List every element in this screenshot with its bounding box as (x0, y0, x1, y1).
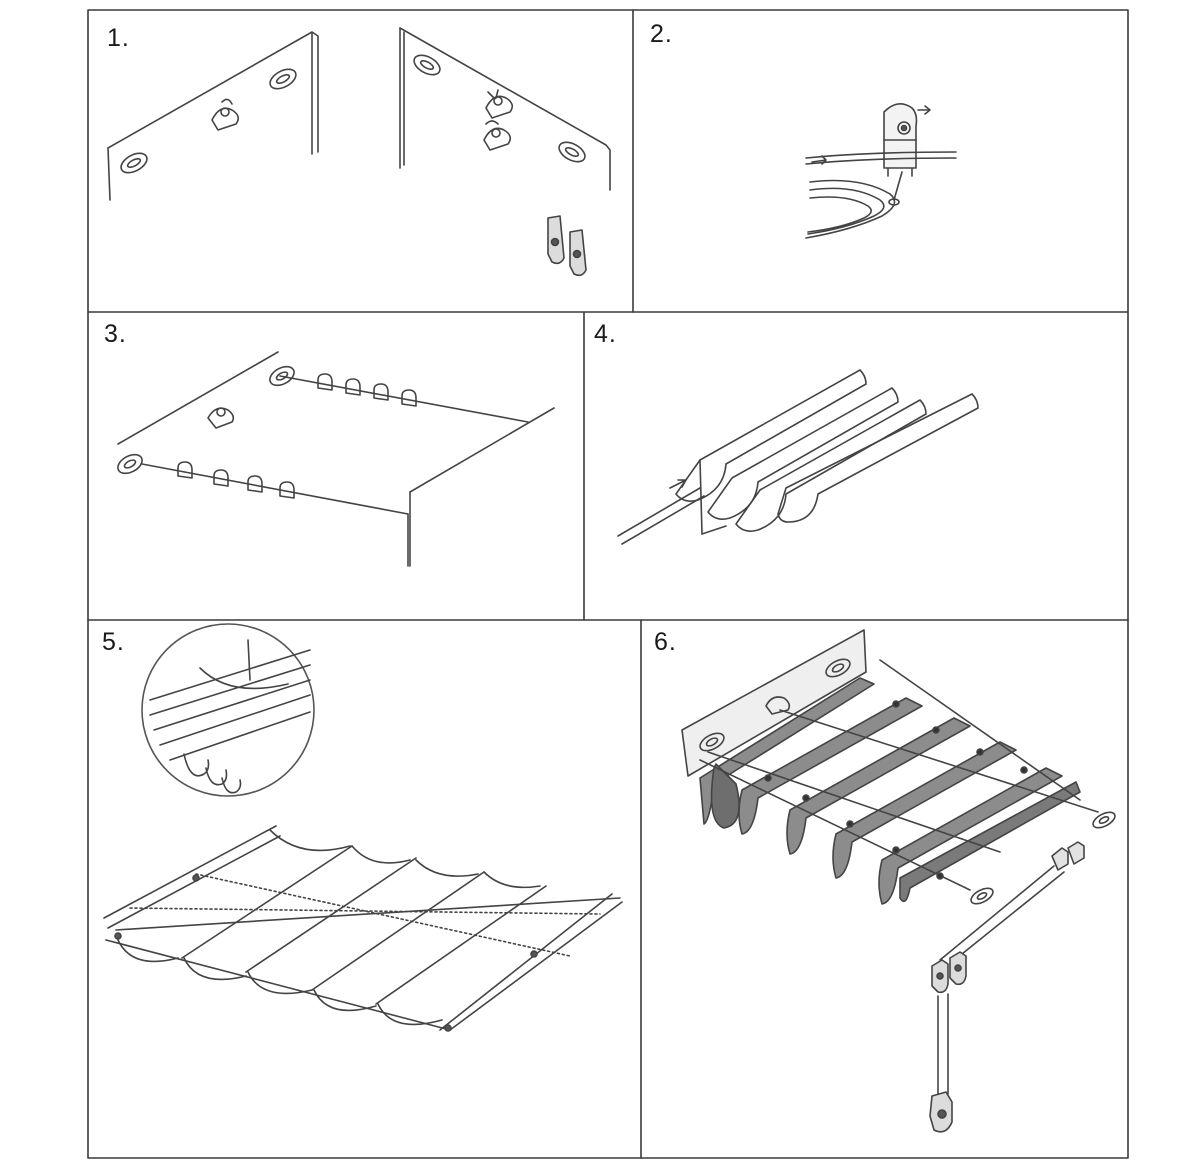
step-number-4: 4. (594, 320, 617, 348)
wire-insert-arrow-icon (617, 479, 705, 545)
detail-magnifier-icon (141, 623, 315, 797)
panel-grid (87, 9, 1129, 1159)
panel-5-assembled-frame (103, 623, 623, 1032)
step-number-3: 3. (104, 320, 127, 348)
wire-loop-icon (805, 151, 957, 239)
panel-4-canopy-insertion (617, 369, 979, 545)
wall-plate-icon (399, 27, 611, 191)
pulley-bracket-icon (211, 98, 240, 131)
step-number-5: 5. (102, 628, 125, 656)
eye-bracket-icon (120, 68, 297, 174)
outer-border (87, 9, 1129, 1159)
panel-3-wire-clips (117, 351, 555, 567)
pergola-frame-icon (117, 351, 555, 567)
panel-6-finished-installation (681, 629, 1116, 1133)
shaded-canopy-icon (699, 659, 1116, 905)
eye-bracket-icon (413, 54, 586, 163)
panel-2-pulley-rope (805, 103, 957, 239)
step-number-1: 1. (107, 24, 130, 52)
support-post-icon (929, 865, 1065, 1133)
wall-plate-icon (107, 31, 319, 201)
step-number-2: 2. (650, 20, 673, 48)
rope-pulley-icon (883, 103, 931, 177)
step-number-6: 6. (654, 628, 677, 656)
panel-1-mounting-brackets (107, 27, 611, 277)
wire-with-clips-icon (177, 373, 417, 499)
wave-canopy-panels-icon (675, 369, 979, 535)
eye-bracket-icon (117, 365, 295, 475)
pulley-bracket-icon (483, 89, 514, 151)
cleat-hook-icon (547, 215, 587, 277)
wall-mount-icon (681, 629, 867, 777)
pulley-bracket-icon (207, 407, 235, 429)
assembled-canopy-frame-icon (103, 825, 623, 1032)
